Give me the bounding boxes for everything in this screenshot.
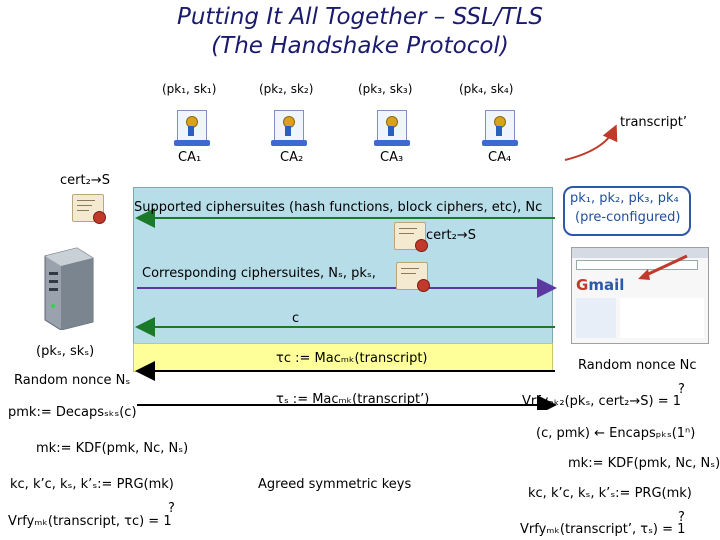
client-keys-derived: kᴄ, k’ᴄ, kₛ, k’ₛ:= PRG(mk)	[528, 486, 692, 501]
msg-cert-icon	[394, 222, 428, 252]
msg-cert-label: cert₂→S	[426, 228, 476, 243]
msg-server-hello: Corresponding ciphersuites, Nₛ, pkₛ,	[142, 266, 376, 281]
ca3-certificate-icon	[374, 108, 410, 146]
transcript-arrow	[564, 124, 618, 161]
server-keypair: (pkₛ, skₛ)	[36, 344, 95, 359]
agreed-keys-label: Agreed symmetric keys	[258, 477, 412, 492]
ca4-label: CA₄	[488, 150, 512, 165]
server-icon	[37, 246, 95, 331]
msg-ciphertext: c	[292, 311, 300, 326]
msg-server-cert-icon	[396, 262, 430, 292]
ca1-label: CA₁	[178, 150, 202, 165]
msg-client-mac: τᴄ := Macₘₖ(transcript)	[276, 351, 428, 366]
client-encaps: (c, pmk) ← Encapsₚₖₛ(1ⁿ)	[536, 426, 696, 441]
handshake-panel	[133, 187, 553, 344]
transcript-prime-label: transcript’	[620, 115, 688, 130]
client-nonce: Random nonce Nᴄ	[578, 358, 697, 373]
server-certificate-icon	[72, 194, 106, 224]
ca3-label: CA₃	[380, 150, 404, 165]
client-verify: Vrfyₘₖ(transcript’, τₛ) = 1	[520, 522, 686, 537]
msg-client-hello: Supported ciphersuites (hash functions, …	[134, 200, 543, 215]
server-pmk: pmk:= Decapsₛₖₛ(c)	[8, 405, 137, 420]
ca1-certificate-icon	[174, 108, 210, 146]
browser-screenshot: Gmail	[571, 247, 709, 344]
ca3-keys: (pk₃, sk₃)	[358, 82, 413, 96]
arrows-overlay	[564, 124, 618, 161]
client-verify-qmark: ?	[678, 510, 685, 525]
server-verify-qmark: ?	[168, 501, 175, 516]
title-line2: (The Handshake Protocol)	[211, 33, 509, 59]
server-keys-derived: kᴄ, k’ᴄ, kₛ, k’ₛ:= PRG(mk)	[10, 477, 174, 492]
msg-server-mac: τₛ := Macₘₖ(transcript’)	[276, 392, 430, 407]
ca4-certificate-icon	[482, 108, 518, 146]
ca4-keys: (pk₄, sk₄)	[459, 82, 514, 96]
server-nonce: Random nonce Nₛ	[14, 373, 131, 388]
client-cert-verify: Vrfyₚₖ₂(pkₛ, cert₂→S) = 1	[522, 394, 682, 409]
client-mk: mk:= KDF(pmk, Nᴄ, Nₛ)	[568, 456, 720, 471]
bubble-line2: (pre-configured)	[575, 210, 681, 225]
preconfigured-keys-bubble	[563, 186, 691, 236]
server-verify: Vrfyₘₖ(transcript, τᴄ) = 1	[8, 514, 172, 529]
client-vrfy-qmark: ?	[678, 382, 685, 397]
ca2-label: CA₂	[280, 150, 304, 165]
gmail-logo-icon: Gmail	[576, 276, 625, 294]
message-arrows	[135, 208, 557, 410]
ca1-keys: (pk₁, sk₁)	[162, 82, 217, 96]
title-line1: Putting It All Together – SSL/TLS	[176, 4, 544, 30]
server-cert-label: cert₂→S	[60, 173, 110, 188]
server-mk: mk:= KDF(pmk, Nᴄ, Nₛ)	[36, 441, 189, 456]
bubble-line1: pk₁, pk₂, pk₃, pk₄	[570, 191, 679, 206]
ca2-keys: (pk₂, sk₂)	[259, 82, 314, 96]
ca2-certificate-icon	[271, 108, 307, 146]
